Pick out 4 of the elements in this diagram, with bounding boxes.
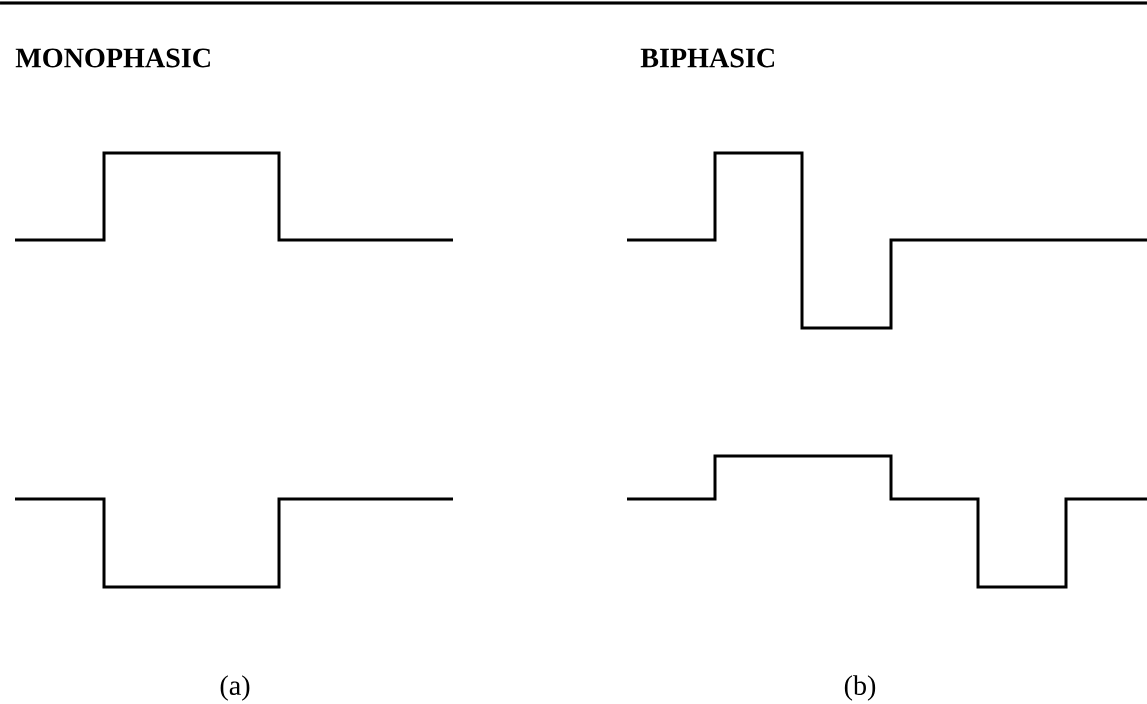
panel-caption: (a) — [220, 675, 250, 701]
panel-heading: MONOPHASIC — [15, 48, 210, 68]
panel-heading: BIPHASIC — [640, 48, 774, 68]
panel-caption: (b) — [844, 675, 876, 701]
